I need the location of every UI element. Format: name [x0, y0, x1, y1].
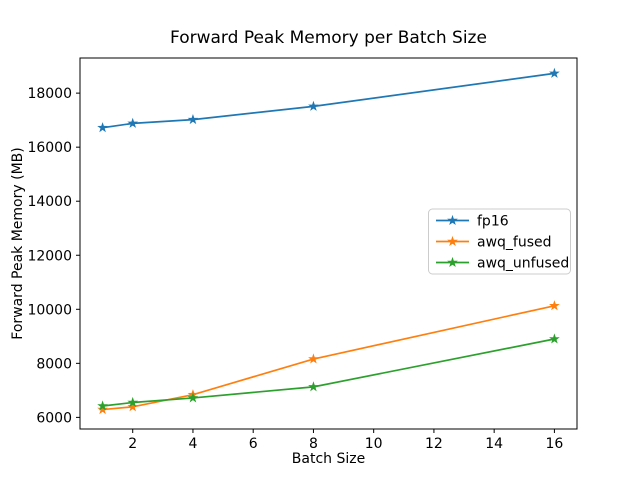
- legend: [428, 208, 571, 275]
- data-point-marker-awq_unfused: [127, 396, 139, 408]
- data-point-marker-awq_unfused: [97, 400, 108, 411]
- chart-title: Forward Peak Memory per Batch Size: [170, 28, 487, 48]
- x-tick-label: 8: [309, 436, 318, 452]
- data-point-marker-awq_fused: [308, 353, 319, 364]
- data-point-marker-awq_fused: [97, 403, 108, 415]
- legend-marker-icon: [447, 256, 458, 268]
- y-tick-label: 18000: [27, 86, 72, 102]
- legend-label: awq_unfused: [477, 256, 569, 272]
- data-point-marker-fp16: [97, 122, 108, 133]
- y-tick-label: 16000: [27, 140, 72, 156]
- legend-label: awq_fused: [477, 235, 552, 251]
- data-point-marker-fp16: [308, 100, 319, 111]
- data-point-marker-awq_unfused: [187, 392, 199, 403]
- x-tick-label: 10: [365, 436, 383, 452]
- x-tick-label: 2: [128, 436, 137, 452]
- data-point-marker-awq_fused: [127, 401, 139, 412]
- y-tick-label: 14000: [27, 194, 72, 210]
- data-point-marker-awq_unfused: [549, 333, 560, 344]
- x-tick-label: 6: [249, 436, 258, 452]
- x-tick-label: 16: [545, 436, 563, 452]
- y-tick-label: 6000: [36, 410, 72, 426]
- legend-marker-icon: [447, 214, 458, 226]
- y-tick-label: 8000: [36, 356, 72, 372]
- data-point-marker-awq_fused: [549, 300, 560, 311]
- x-tick-label: 14: [485, 436, 503, 452]
- data-point-marker-fp16: [187, 114, 199, 125]
- y-tick-label: 10000: [27, 302, 72, 318]
- plot-border: [79, 57, 578, 430]
- y-axis-label: Forward Peak Memory (MB): [10, 147, 26, 339]
- legend-marker-icon: [447, 235, 458, 247]
- data-point-marker-fp16: [549, 67, 560, 78]
- y-tick-label: 12000: [27, 248, 72, 264]
- data-point-marker-awq_unfused: [308, 381, 319, 392]
- legend-label: fp16: [477, 214, 509, 230]
- x-tick-label: 12: [425, 436, 443, 452]
- x-tick-label: 4: [188, 436, 197, 452]
- x-axis-label: Batch Size: [292, 451, 365, 467]
- data-point-marker-fp16: [127, 117, 139, 128]
